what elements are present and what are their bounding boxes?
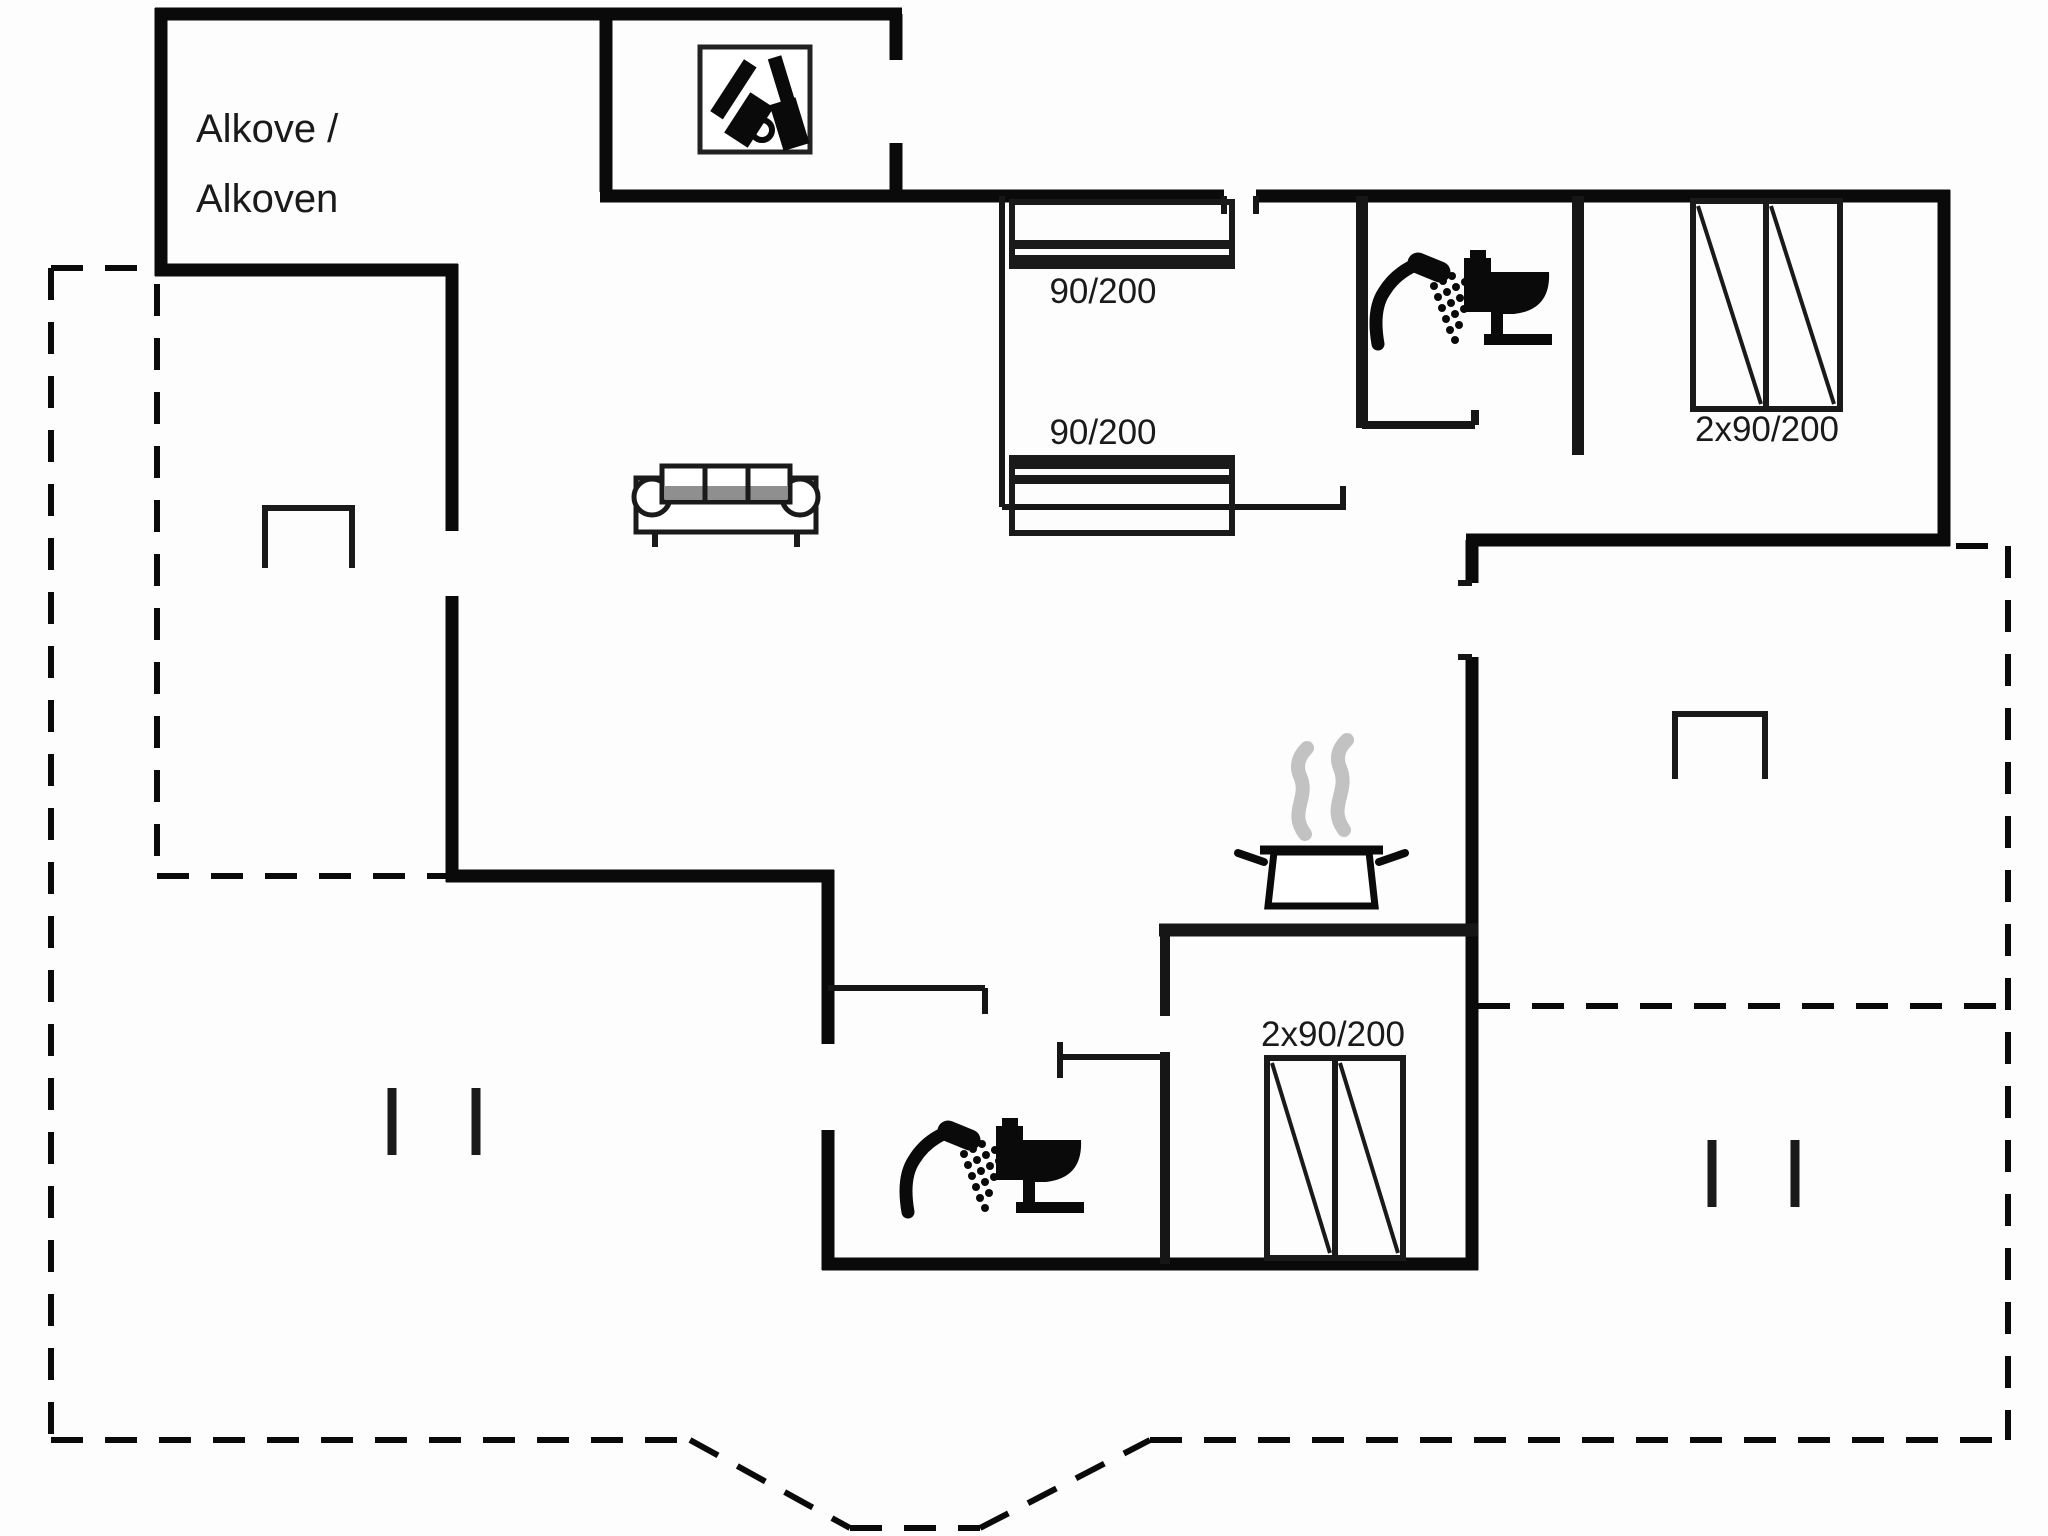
interior-walls: [828, 196, 1584, 1264]
bed-size-label: 90/200: [1049, 272, 1156, 311]
steam-icon: [1291, 741, 1314, 841]
bathroom-top: [1376, 250, 1552, 345]
single-bed-lower: 90/200: [1009, 413, 1235, 536]
terrace-boundary: [48, 265, 2011, 1531]
alcove-label-line2: Alkoven: [196, 177, 338, 221]
shower-icon: [906, 1131, 1003, 1212]
alcove-label-line1: Alkove /: [196, 107, 339, 151]
bathroom-bottom: [906, 1118, 1084, 1213]
bed-size-label: 2x90/200: [1261, 1015, 1405, 1054]
exterior-walls: [154, 7, 1951, 1271]
alcove-label: Alkove / Alkoven: [196, 107, 339, 221]
wood-stove-icon: [697, 44, 813, 155]
garden-table-icon: [1672, 711, 1768, 779]
single-bed-upper: 90/200: [1009, 199, 1235, 311]
toilet-icon: [1464, 250, 1552, 345]
sofa-icon: [631, 463, 821, 547]
cooking-pot-icon: [1234, 733, 1409, 910]
bed-size-label: 2x90/200: [1695, 410, 1839, 449]
garden-table-icons: [262, 505, 1768, 779]
shower-icon: [1376, 263, 1473, 344]
bed-size-label: 90/200: [1049, 413, 1156, 452]
garden-table-icon: [262, 505, 355, 568]
toilet-icon: [996, 1118, 1084, 1213]
double-bed-southeast: 2x90/200: [1261, 1015, 1406, 1261]
terrace-posts: [387, 1088, 1800, 1207]
steam-icon: [1330, 733, 1354, 837]
double-bed-northeast: 2x90/200: [1690, 198, 1843, 449]
